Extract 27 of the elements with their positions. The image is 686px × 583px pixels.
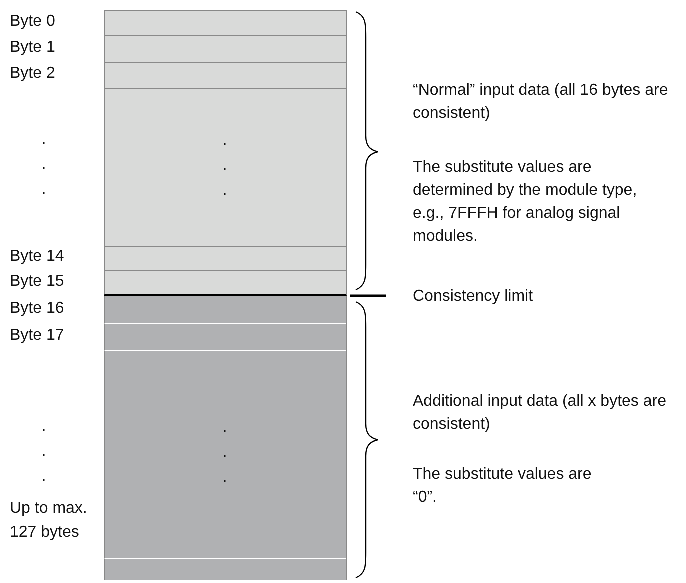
limit-label: Consistency limit [413, 287, 534, 307]
byte-label: Up to max. 127 bytes [10, 499, 88, 543]
byte-row [104, 88, 347, 246]
byte-row [104, 270, 347, 296]
byte-row [104, 296, 347, 323]
byte-label: Byte 16 [10, 298, 64, 318]
ellipsis: . . . [40, 130, 48, 200]
byte-label: Byte 1 [10, 38, 56, 58]
byte-row [104, 246, 347, 270]
byte-label: Byte 2 [10, 64, 56, 84]
description-text: The substitute values are determined by the module type, e.g., 7FFFH for analog signal modules. [413, 158, 638, 247]
byte-row [104, 35, 347, 62]
byte-label: Byte 0 [10, 12, 56, 32]
byte-row [104, 62, 347, 88]
byte-label: Byte 15 [10, 272, 64, 292]
byte-row [104, 10, 347, 35]
description-text: Additional input data (all x bytes are consistent) [413, 392, 668, 435]
byte-label: Byte 17 [10, 326, 64, 346]
byte-row [104, 558, 347, 580]
ellipsis: . . . [222, 131, 228, 201]
ellipsis: . . . [222, 418, 228, 488]
ellipsis: . . . [40, 417, 48, 487]
description-text: The substitute values are “0”. [413, 465, 593, 508]
byte-label: Byte 14 [10, 247, 64, 267]
byte-row [104, 350, 347, 558]
byte-row [104, 323, 347, 350]
description-text: “Normal” input data (all 16 bytes are consistent) [413, 81, 670, 124]
